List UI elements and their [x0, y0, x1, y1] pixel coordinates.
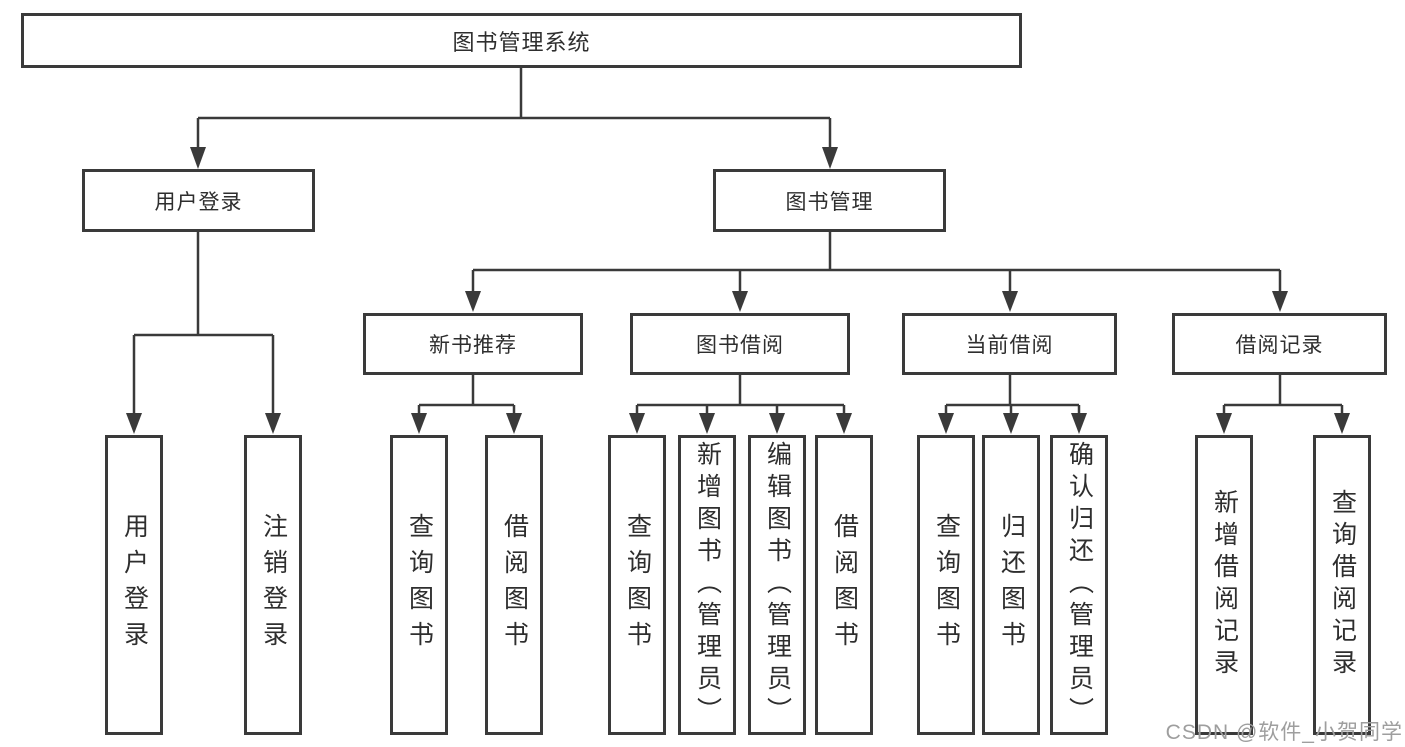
leaf-label: 查询图书	[623, 513, 652, 657]
arrow-down-icon	[699, 413, 715, 434]
csdn-watermark: CSDN @软件_小贺同学	[1165, 721, 1403, 744]
leaf-label: 用户登录	[120, 513, 149, 657]
leaf-label: 确认归还（管理员）	[1065, 441, 1094, 729]
node-borrow-records: 借阅记录	[1172, 313, 1387, 375]
node-leaf-return-books: 归还图书	[982, 435, 1040, 735]
node-current-borrow: 当前借阅	[902, 313, 1117, 375]
arrow-down-icon	[836, 413, 852, 434]
node-leaf-query-books-2: 查询图书	[608, 435, 666, 735]
node-leaf-add-borrow-record: 新增借阅记录	[1195, 435, 1253, 735]
leaf-label: 借阅图书	[830, 513, 859, 657]
leaf-label: 注销登录	[259, 513, 288, 657]
node-leaf-borrow-books-1: 借阅图书	[485, 435, 543, 735]
leaf-label: 归还图书	[997, 513, 1026, 657]
leaf-label: 查询图书	[405, 513, 434, 657]
arrow-down-icon	[1272, 291, 1288, 312]
node-user-login: 用户登录	[82, 169, 315, 232]
arrow-down-icon	[506, 413, 522, 434]
leaf-label: 查询借阅记录	[1328, 489, 1357, 681]
arrow-down-icon	[769, 413, 785, 434]
leaf-label: 新增图书（管理员）	[693, 441, 722, 729]
arrow-down-icon	[938, 413, 954, 434]
arrow-down-icon	[1002, 291, 1018, 312]
node-book-borrow: 图书借阅	[630, 313, 850, 375]
node-leaf-query-books-3: 查询图书	[917, 435, 975, 735]
arrow-down-icon	[1003, 413, 1019, 434]
node-leaf-add-books-admin: 新增图书（管理员）	[678, 435, 736, 735]
arrow-down-icon	[465, 291, 481, 312]
leaf-label: 编辑图书（管理员）	[763, 441, 792, 729]
node-leaf-edit-books-admin: 编辑图书（管理员）	[748, 435, 806, 735]
arrow-down-icon	[629, 413, 645, 434]
leaf-label: 借阅图书	[500, 513, 529, 657]
node-leaf-query-books-1: 查询图书	[390, 435, 448, 735]
node-leaf-query-borrow-record: 查询借阅记录	[1313, 435, 1371, 735]
leaf-label: 查询图书	[932, 513, 961, 657]
arrow-down-icon	[126, 413, 142, 434]
arrow-down-icon	[411, 413, 427, 434]
arrowheads	[126, 147, 1350, 434]
arrow-down-icon	[1334, 413, 1350, 434]
node-book-management: 图书管理	[713, 169, 946, 232]
arrow-down-icon	[265, 413, 281, 434]
node-root-system: 图书管理系统	[21, 13, 1022, 68]
arrow-down-icon	[1071, 413, 1087, 434]
leaf-label: 新增借阅记录	[1210, 489, 1239, 681]
node-leaf-logout: 注销登录	[244, 435, 302, 735]
node-leaf-borrow-books-2: 借阅图书	[815, 435, 873, 735]
arrow-down-icon	[190, 147, 206, 169]
arrow-down-icon	[1216, 413, 1232, 434]
arrow-down-icon	[822, 147, 838, 169]
arrow-down-icon	[732, 291, 748, 312]
tree-edges	[132, 68, 1344, 416]
node-leaf-confirm-return-admin: 确认归还（管理员）	[1050, 435, 1108, 735]
node-leaf-user-login: 用户登录	[105, 435, 163, 735]
node-new-book-recommend: 新书推荐	[363, 313, 583, 375]
